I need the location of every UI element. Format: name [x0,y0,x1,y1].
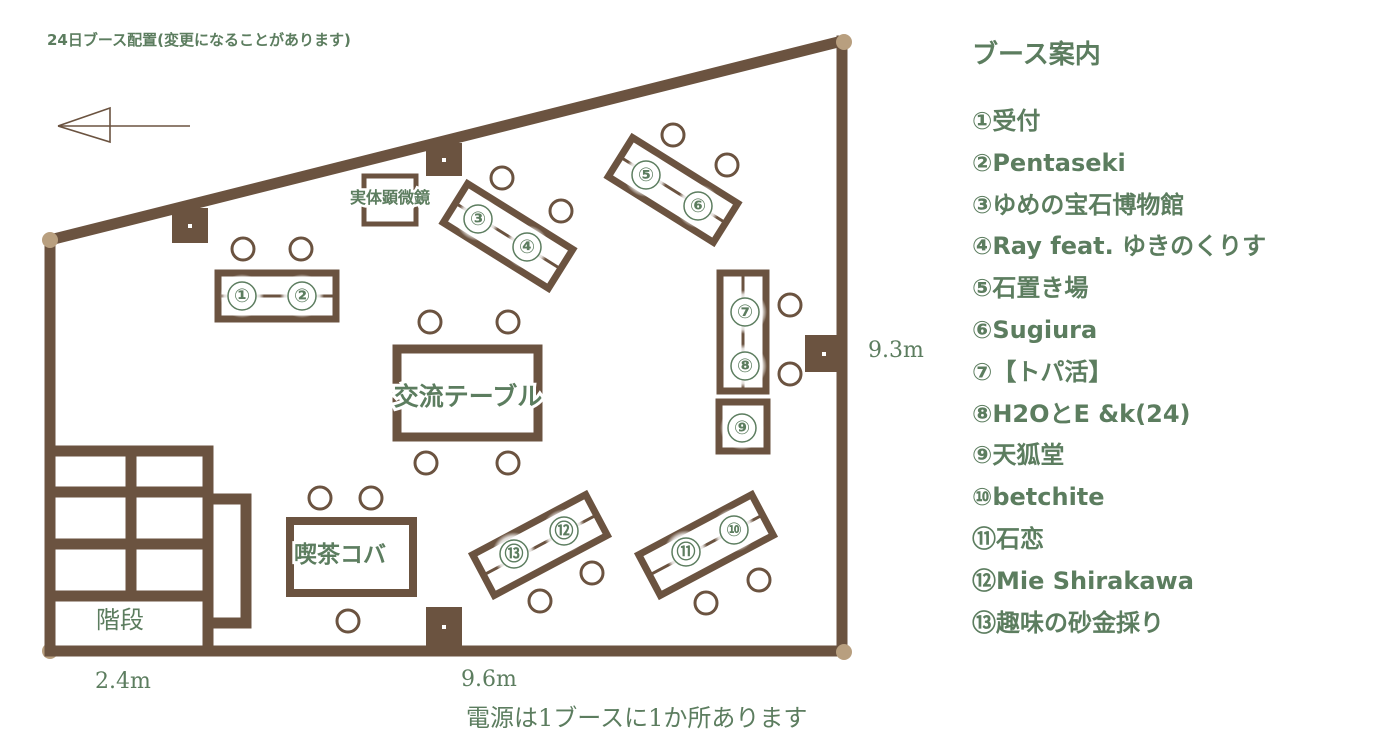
dimension-bottom-wall: 9.6m [461,667,517,692]
microscope-label: 実体顕微鏡 [350,188,430,207]
booth-number: ⑬ [504,542,523,565]
legend-list: ①受付 ②Pentaseki ③ゆめの宝石博物館 ④Ray feat. ゆきのくりす ⑤… [972,101,1392,644]
kissa-label: 喫茶コバ [294,542,386,568]
power-note: 電源は1ブースに1か所あります [466,704,807,732]
booth-number: ⑩ [726,519,742,541]
booth-number: ① [234,285,250,307]
kissa-table [286,517,417,597]
stairs [44,445,252,657]
legend-item: ⑦【トパ活】 [972,357,1113,386]
dimension-bottom-left: 2.4m [95,669,151,694]
booth-number: ⑧ [737,355,753,377]
booth-number: ④ [519,236,535,258]
legend-title: ブース案内 [972,40,1101,70]
legend-item: ⑧H2OとE &k(24) [972,399,1191,428]
legend-item: ④Ray feat. ゆきのくりす [972,232,1267,261]
exchange-table [392,344,543,442]
legend-item: ⑩betchite [972,483,1105,512]
booth-marker: ① [220,274,264,318]
booth-table-5-6 [603,122,743,248]
kissa-chairs [307,485,384,634]
legend-item: ①受付 [972,107,1041,135]
booth-marker: ⑨ [720,406,764,450]
legend-item: ②Pentaseki [972,148,1126,177]
map-title: 24日ブース配置(変更になることがあります) [47,31,351,49]
booth-number: ⑤ [638,164,654,186]
booth-table-9 [715,398,771,455]
legend-item: ⑪石恋 [972,524,1044,553]
booth-marker: ⑦ [723,290,767,334]
stairs-label: 階段 [96,606,144,634]
legend-item: ⑬趣味の砂金採り [972,608,1164,637]
legend-item: ⑫Mie Shirakawa [972,566,1194,595]
legend-item: ③ゆめの宝石博物館 [972,190,1185,219]
booth-number: ② [294,285,310,307]
booth-number: ⑦ [737,301,753,323]
legend-item: ⑨天狐堂 [972,441,1065,470]
booth-marker: ⑥ [676,184,720,228]
booth-marker: ⑪ [664,530,708,574]
booth-legend: ブース案内 ①受付 ②Pentaseki ③ゆめの宝石博物館 ④Ray feat. ゆ… [972,34,1392,644]
booth-marker: ④ [505,225,549,269]
booth-number: ③ [470,208,486,230]
north-arrow-icon [57,106,190,144]
power-outlets [172,143,842,651]
dimension-right-wall: 9.3m [868,338,924,363]
booth-marker: ⑤ [624,153,668,197]
floor-plan: 24日ブース配置(変更になることがあります) 階段 [42,31,924,732]
booth-marker: ⑬ [492,532,536,576]
booth-marker: ⑫ [542,509,586,553]
exchange-chairs [413,309,521,476]
booth-number: ⑫ [554,519,573,542]
booth-number: ⑥ [690,195,706,217]
exchange-table-label: 交流テーブル [394,382,543,411]
booth-markers: ① ② ③ ④ ⑤ ⑥ ⑦ ⑧ ⑨ ⑩ ⑪ ⑫ ⑬ [220,153,767,576]
booth-marker: ③ [456,197,500,241]
microscope-table [361,173,419,227]
legend-item: ⑥Sugiura [972,315,1098,344]
booth-marker: ⑩ [712,508,756,552]
legend-item: ⑤石置き場 [972,274,1089,303]
booth-marker: ⑧ [723,344,767,388]
booth-number: ⑨ [734,417,750,439]
booth-number: ⑪ [676,540,695,563]
booth-marker: ② [280,274,324,318]
